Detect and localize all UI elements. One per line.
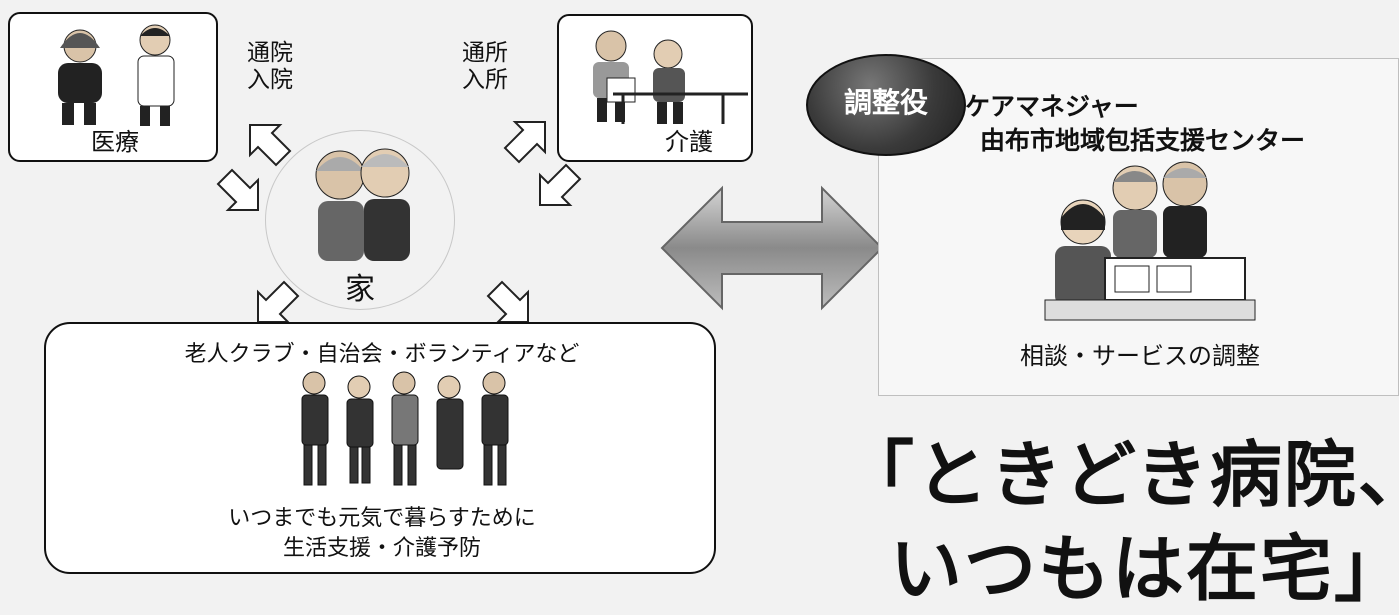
elderly-couple-illustration xyxy=(315,148,410,261)
arrow-home-to-community xyxy=(257,280,300,323)
coordinator-role-line2: 由布市地域包括支援センター xyxy=(980,126,1306,155)
arrow-home-to-care xyxy=(503,121,546,164)
background-ghost-text xyxy=(330,30,338,60)
medical-path-label: 通院 入院 xyxy=(247,40,293,94)
community-caption-line1: いつまでも元気で暮らすために xyxy=(228,506,536,531)
coordinator-badge-label: 調整役 xyxy=(843,86,928,119)
community-title: 老人クラブ・自治会・ボランティアなど xyxy=(184,342,580,367)
doctor-patient-illustration xyxy=(58,24,175,126)
home-label: 家 xyxy=(345,272,375,307)
community-caption-line2: 生活支援・介護予防 xyxy=(282,536,481,561)
medical-box: 医療 xyxy=(8,12,218,162)
coordinator-role-line1: ケアマネジャー xyxy=(965,92,1139,121)
coordinator-caption: 相談・サービスの調整 xyxy=(1020,342,1260,370)
arrow-medical-to-home xyxy=(216,168,259,211)
slogan-line2: いつもは在宅」 xyxy=(890,527,1399,611)
coordinator-badge: 調整役 xyxy=(806,54,966,156)
care-box: 介護 xyxy=(557,14,753,162)
arrow-community-to-home xyxy=(486,280,529,323)
arrow-care-to-home xyxy=(539,163,582,206)
home-circle xyxy=(265,130,455,310)
care-path-label: 通所 入所 xyxy=(462,40,508,94)
consultation-illustration xyxy=(1044,161,1256,321)
caregiver-illustration xyxy=(593,30,748,124)
medical-label: 医療 xyxy=(91,128,139,156)
volunteers-illustration xyxy=(301,371,509,486)
arrow-home-to-medical xyxy=(249,124,292,167)
community-box: 老人クラブ・自治会・ボランティアなど いつまでも元気で暮らすために 生活支援・介… xyxy=(44,322,716,574)
care-label: 介護 xyxy=(665,128,713,156)
double-arrow xyxy=(660,185,884,311)
slogan-line1: 「ときどき病院、 xyxy=(842,433,1399,517)
